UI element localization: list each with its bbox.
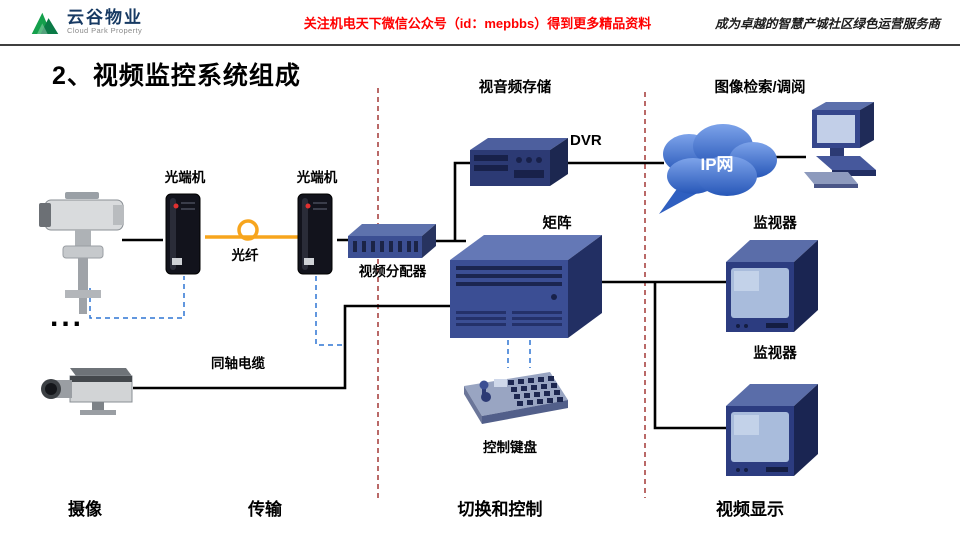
- optical-transceiver-right-label: 光端机: [296, 170, 338, 185]
- ptz-camera-image: [35, 178, 135, 318]
- company-logo: 云谷物业 Cloud Park Property: [30, 7, 245, 36]
- fiber-label: 光纤: [231, 248, 259, 263]
- section-label-video-display: 视频显示: [716, 500, 784, 519]
- control-keyboard-image: [450, 366, 570, 432]
- monitor-top-image: [726, 238, 818, 334]
- matrix-label: 矩阵: [542, 216, 572, 232]
- header-bar: 云谷物业 Cloud Park Property 关注机电天下微信公众号（id：…: [0, 0, 960, 46]
- optical-transceiver-left-image: [163, 192, 205, 276]
- ptz-camera-icon: [39, 192, 124, 314]
- video-distributor-icon: [348, 224, 436, 258]
- coax-cable-label: 同轴电缆: [211, 356, 265, 371]
- video-distributor-image: [348, 220, 436, 262]
- computer-icon: [804, 102, 876, 188]
- workstation-computer-image: [796, 100, 890, 192]
- logo-title: 云谷物业: [67, 7, 143, 27]
- matrix-icon: [450, 235, 602, 338]
- dvr-image: [470, 136, 568, 188]
- logo-mountain-icon: [31, 12, 59, 34]
- optical-transceiver-icon: [165, 193, 201, 275]
- box-camera-icon: [41, 368, 133, 415]
- section-label-transmission: 传输: [248, 500, 282, 519]
- control-dashed-lines: [89, 276, 531, 368]
- logo-subtitle: Cloud Park Property: [67, 26, 143, 36]
- dvr-label: DVR: [570, 132, 602, 149]
- section-separator-lines: [377, 88, 646, 498]
- monitor-bottom-label: 监视器: [753, 346, 797, 362]
- control-keyboard-label: 控制键盘: [483, 440, 537, 455]
- header-notice: 关注机电天下微信公众号（id：mepbbs）得到更多精品资料: [303, 15, 652, 31]
- ip-network-cloud-image: [653, 120, 781, 218]
- keyboard-icon: [464, 372, 568, 424]
- optical-transceiver-right-image: [295, 192, 337, 276]
- page-title: 2、视频监控系统组成: [52, 62, 301, 90]
- matrix-image: [450, 233, 602, 339]
- retrieval-column-header: 图像检索/调阅: [714, 80, 806, 96]
- monitor-bottom-image: [726, 382, 818, 478]
- optical-transceiver-left-label: 光端机: [164, 170, 206, 185]
- monitor-top-label: 监视器: [753, 216, 797, 232]
- ip-network-label: IP网: [700, 155, 734, 174]
- section-label-camera: 摄像: [68, 500, 102, 519]
- dvr-icon: [470, 138, 568, 186]
- header-slogan: 成为卓越的智慧产城社区绿色运营服务商: [714, 16, 940, 31]
- monitor-icon: [726, 240, 818, 332]
- video-distributor-label: 视频分配器: [358, 264, 427, 279]
- monitor-icon: [726, 384, 818, 476]
- box-camera-image: [40, 356, 140, 420]
- cloud-icon: [659, 124, 777, 214]
- fiber-optic-cable: [205, 219, 300, 241]
- storage-column-header: 视音频存储: [478, 80, 552, 96]
- section-label-switch-control: 切换和控制: [457, 500, 543, 519]
- optical-transceiver-icon: [297, 193, 333, 275]
- more-cameras-ellipsis: ...: [50, 300, 85, 333]
